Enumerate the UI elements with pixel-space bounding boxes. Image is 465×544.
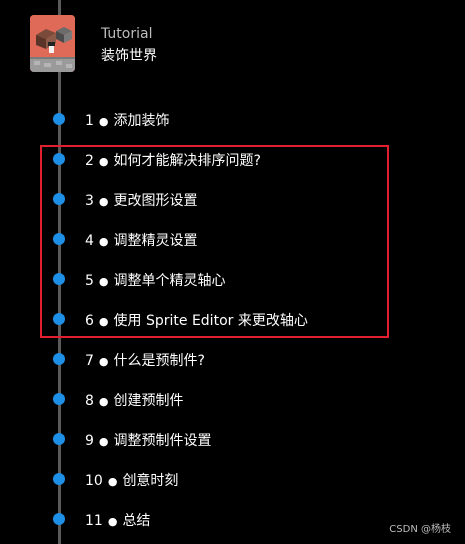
step-number: 10 <box>85 473 103 489</box>
step-number: 4 <box>85 233 94 249</box>
step-label[interactable]: 2 ● 如何才能解决排序问题? <box>85 150 261 170</box>
tutorial-thumbnail-image[interactable] <box>30 15 75 72</box>
step-label[interactable]: 10 ● 创意时刻 <box>85 470 178 490</box>
step-item-2[interactable]: 2 ● 如何才能解决排序问题? <box>0 147 465 171</box>
step-item-9[interactable]: 9 ● 调整预制件设置 <box>0 427 465 451</box>
step-number: 6 <box>85 313 94 329</box>
step-label[interactable]: 4 ● 调整精灵设置 <box>85 230 198 250</box>
bullet-icon: ● <box>98 435 109 448</box>
timeline-dot-icon <box>53 113 65 125</box>
bullet-icon: ● <box>98 355 109 368</box>
highlight-annotation-box <box>40 145 389 338</box>
timeline-dot-icon <box>53 153 65 165</box>
step-item-6[interactable]: 6 ● 使用 Sprite Editor 来更改轴心 <box>0 307 465 331</box>
step-title: 更改图形设置 <box>113 193 198 209</box>
step-number: 7 <box>85 353 94 369</box>
timeline-dot-icon <box>53 473 65 485</box>
timeline-dot-icon <box>53 193 65 205</box>
step-label[interactable]: 1 ● 添加装饰 <box>85 110 170 130</box>
bullet-icon: ● <box>107 475 118 488</box>
step-title: 调整精灵设置 <box>113 233 198 249</box>
step-label[interactable]: 3 ● 更改图形设置 <box>85 190 198 210</box>
timeline-dot-icon <box>53 433 65 445</box>
tutorial-label: Tutorial <box>101 26 153 42</box>
watermark: CSDN @杨枝 <box>389 524 451 535</box>
step-title: 调整预制件设置 <box>113 433 212 449</box>
timeline-dot-icon <box>53 233 65 245</box>
step-title: 什么是预制件? <box>113 353 205 369</box>
timeline-dot-icon <box>53 313 65 325</box>
step-item-10[interactable]: 10 ● 创意时刻 <box>0 467 465 491</box>
step-title: 使用 Sprite Editor 来更改轴心 <box>113 313 308 329</box>
step-number: 9 <box>85 433 94 449</box>
bullet-icon: ● <box>98 315 109 328</box>
step-item-3[interactable]: 3 ● 更改图形设置 <box>0 187 465 211</box>
step-number: 11 <box>85 513 103 529</box>
step-item-11[interactable]: 11 ● 总结 <box>0 507 465 531</box>
step-number: 8 <box>85 393 94 409</box>
step-label[interactable]: 6 ● 使用 Sprite Editor 来更改轴心 <box>85 310 308 330</box>
timeline-dot-icon <box>53 393 65 405</box>
step-title: 调整单个精灵轴心 <box>113 273 226 289</box>
step-number: 1 <box>85 113 94 129</box>
step-title: 如何才能解决排序问题? <box>113 153 261 169</box>
bullet-icon: ● <box>98 275 109 288</box>
bullet-icon: ● <box>107 515 118 528</box>
bullet-icon: ● <box>98 115 109 128</box>
step-title: 添加装饰 <box>113 113 170 129</box>
step-label[interactable]: 5 ● 调整单个精灵轴心 <box>85 270 226 290</box>
step-item-7[interactable]: 7 ● 什么是预制件? <box>0 347 465 371</box>
step-item-8[interactable]: 8 ● 创建预制件 <box>0 387 465 411</box>
step-number: 2 <box>85 153 94 169</box>
timeline-dot-icon <box>53 513 65 525</box>
timeline-dot-icon <box>53 273 65 285</box>
step-label[interactable]: 11 ● 总结 <box>85 510 150 530</box>
step-item-4[interactable]: 4 ● 调整精灵设置 <box>0 227 465 251</box>
step-label[interactable]: 7 ● 什么是预制件? <box>85 350 205 370</box>
step-title: 总结 <box>122 513 151 529</box>
step-item-1[interactable]: 1 ● 添加装饰 <box>0 107 465 131</box>
step-number: 3 <box>85 193 94 209</box>
timeline-line <box>58 0 61 544</box>
timeline-dot-icon <box>53 353 65 365</box>
step-title: 创建预制件 <box>113 393 184 409</box>
step-label[interactable]: 8 ● 创建预制件 <box>85 390 184 410</box>
bullet-icon: ● <box>98 395 109 408</box>
step-number: 5 <box>85 273 94 289</box>
tutorial-title[interactable]: 装饰世界 <box>101 48 157 64</box>
bullet-icon: ● <box>98 235 109 248</box>
step-label[interactable]: 9 ● 调整预制件设置 <box>85 430 212 450</box>
step-title: 创意时刻 <box>122 473 179 489</box>
step-item-5[interactable]: 5 ● 调整单个精灵轴心 <box>0 267 465 291</box>
bullet-icon: ● <box>98 155 109 168</box>
bullet-icon: ● <box>98 195 109 208</box>
